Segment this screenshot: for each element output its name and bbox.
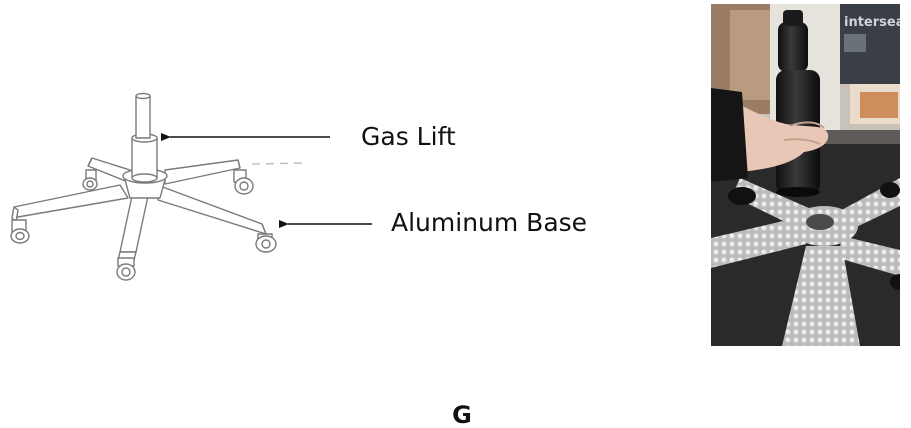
gas-lift-cylinder: [131, 92, 158, 183]
base-leg-back-left: [82, 157, 131, 191]
chair-base-drawing: [10, 92, 309, 281]
aluminum-base-label: Aluminum Base: [391, 208, 587, 237]
gas-lift-label: Gas Lift: [361, 122, 456, 151]
photo-sign-text: interseat: [844, 15, 911, 30]
drawing-dashed-mark: [251, 162, 309, 165]
base-leg-front-right: [157, 185, 277, 253]
base-leg-front: [116, 195, 149, 281]
step-letter: G: [452, 401, 472, 428]
base-leg-back-right: [164, 159, 254, 195]
base-leg-front-left: [10, 184, 129, 244]
assembly-photo: interseat: [711, 4, 911, 346]
